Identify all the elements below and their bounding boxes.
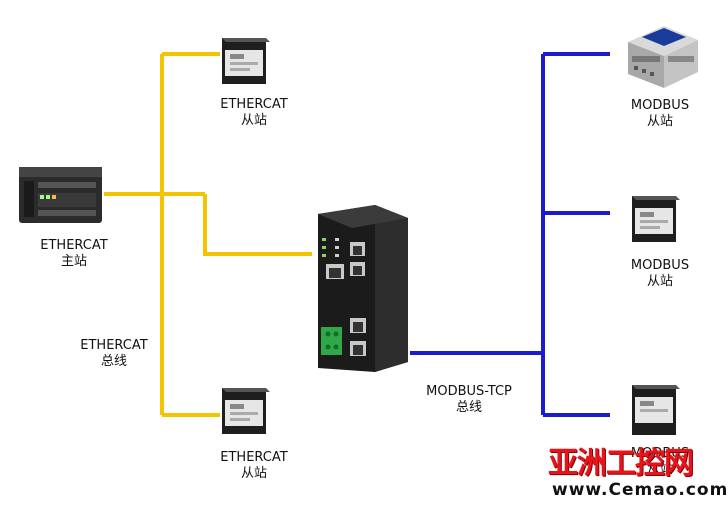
ethercat-bus-label: ETHERCAT 总线	[72, 338, 156, 370]
watermark-url: www.Cemao.com	[552, 480, 728, 500]
modbus-slave-bottom-label-line2: 从站	[646, 462, 673, 477]
modbus-slave-bottom-label-line1: MODBUS	[630, 446, 690, 461]
modbus-bus-lines	[410, 52, 610, 417]
modbus-tcp-bus-label-line1: MODBUS-TCP	[426, 384, 512, 399]
modbus-slave-top-label-line2: 从站	[646, 114, 673, 129]
ethercat-slave-bottom-label-line2: 从站	[240, 466, 267, 481]
modbus-slave-top-label-line1: MODBUS	[630, 98, 690, 113]
ethercat-slave-top-label-line2: 从站	[240, 113, 267, 128]
ethercat-master-label-line1: ETHERCAT	[40, 238, 108, 253]
ethercat-bus-label-line1: ETHERCAT	[80, 338, 148, 353]
ethercat-master-label: ETHERCAT 主站	[32, 238, 116, 270]
ethercat-slave-top-label-line1: ETHERCAT	[220, 97, 288, 112]
ethercat-bus-label-line2: 总线	[100, 354, 127, 369]
ethercat-slave-bottom-label: ETHERCAT 从站	[212, 450, 296, 482]
modbus-slave-bottom-icon	[632, 385, 680, 435]
ethercat-slave-top-icon	[222, 38, 270, 84]
modbus-slave-bottom-label: MODBUS 从站	[622, 446, 698, 478]
modbus-slave-middle-label-line2: 从站	[646, 274, 673, 289]
modbus-slave-middle-label: MODBUS 从站	[622, 258, 698, 290]
ethercat-slave-bottom-icon	[222, 388, 270, 434]
gateway-device-icon	[318, 205, 408, 372]
watermark: 亚洲工控网 www.Cemao.com	[548, 446, 728, 501]
ethercat-master-label-line2: 主站	[60, 254, 87, 269]
modbus-slave-top-label: MODBUS 从站	[622, 98, 698, 130]
modbus-tcp-bus-label-line2: 总线	[455, 400, 482, 415]
modbus-tcp-bus-label: MODBUS-TCP 总线	[414, 384, 524, 416]
modbus-slave-middle-icon	[632, 196, 680, 242]
modbus-slave-middle-label-line1: MODBUS	[630, 258, 690, 273]
modbus-slave-top-adam-module-icon	[628, 26, 698, 88]
ethercat-slave-top-label: ETHERCAT 从站	[212, 97, 296, 129]
ethercat-slave-bottom-label-line1: ETHERCAT	[220, 450, 288, 465]
watermark-title: 亚洲工控网	[548, 446, 694, 481]
ethercat-master-plc-icon	[19, 167, 102, 223]
ethercat-bus-lines	[104, 52, 312, 417]
